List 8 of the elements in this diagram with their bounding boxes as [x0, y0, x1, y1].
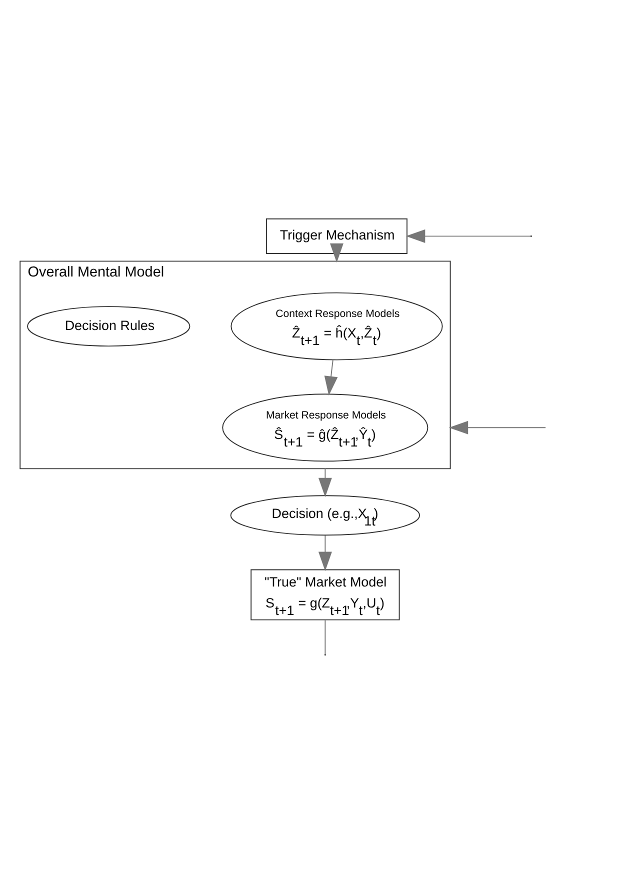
arrow	[318, 468, 332, 498]
arrow	[324, 359, 338, 396]
arrow	[448, 420, 546, 434]
connector	[324, 619, 326, 655]
arrow	[406, 229, 532, 243]
arrow	[330, 243, 344, 263]
arrow	[318, 535, 332, 572]
node-ellipse: Decision Rules	[27, 306, 190, 347]
